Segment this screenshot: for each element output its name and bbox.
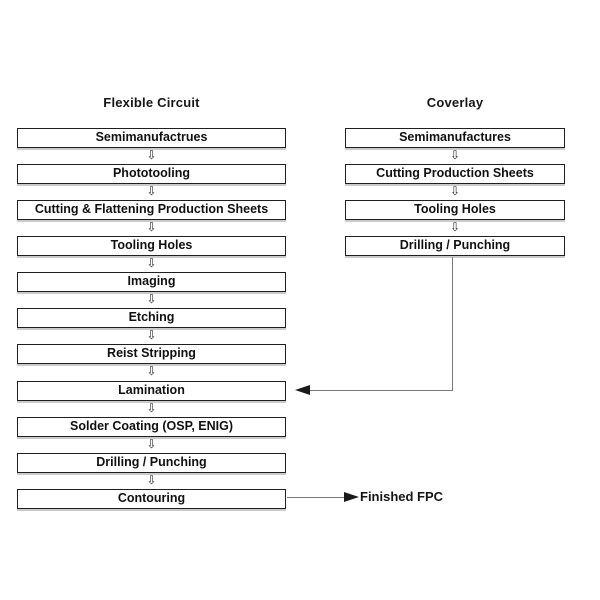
down-arrow-icon: ⇩ bbox=[146, 328, 157, 342]
flexible-circuit-title: Flexible Circuit bbox=[103, 95, 200, 110]
down-arrow-icon: ⇩ bbox=[449, 184, 461, 198]
down-arrow-icon: ⇩ bbox=[146, 148, 157, 162]
fc-step-semimanufactrues: Semimanufactrues bbox=[17, 128, 286, 148]
down-arrow-icon: ⇩ bbox=[146, 364, 157, 378]
left-arrowhead-icon bbox=[295, 385, 310, 395]
down-arrow-icon: ⇩ bbox=[449, 220, 461, 234]
down-arrow-icon: ⇩ bbox=[146, 473, 157, 487]
fc-step-phototooling: Phototooling bbox=[17, 164, 286, 184]
fc-step-imaging: Imaging bbox=[17, 272, 286, 292]
finished-fpc-label: Finished FPC bbox=[360, 489, 444, 504]
fc-step-contouring: Contouring bbox=[17, 489, 286, 509]
fc-step-drilling-punching: Drilling / Punching bbox=[17, 453, 286, 473]
contouring-to-finished-line bbox=[287, 497, 347, 498]
coverlay-to-lamination-vline bbox=[452, 257, 453, 391]
right-arrowhead-icon bbox=[344, 492, 359, 502]
fc-step-etching: Etching bbox=[17, 308, 286, 328]
coverlay-title: Coverlay bbox=[426, 95, 484, 110]
coverlay-to-lamination-hline bbox=[303, 390, 453, 391]
down-arrow-icon: ⇩ bbox=[146, 401, 157, 415]
down-arrow-icon: ⇩ bbox=[449, 148, 461, 162]
fc-step-solder-coating: Solder Coating (OSP, ENIG) bbox=[17, 417, 286, 437]
fc-step-lamination: Lamination bbox=[17, 381, 286, 401]
down-arrow-icon: ⇩ bbox=[146, 184, 157, 198]
down-arrow-icon: ⇩ bbox=[146, 220, 157, 234]
down-arrow-icon: ⇩ bbox=[146, 292, 157, 306]
down-arrow-icon: ⇩ bbox=[146, 437, 157, 451]
cl-step-drilling-punching: Drilling / Punching bbox=[345, 236, 565, 256]
fc-step-reist-stripping: Reist Stripping bbox=[17, 344, 286, 364]
cl-step-semimanufactures: Semimanufactures bbox=[345, 128, 565, 148]
cl-step-cutting-production-sheets: Cutting Production Sheets bbox=[345, 164, 565, 184]
cl-step-tooling-holes: Tooling Holes bbox=[345, 200, 565, 220]
down-arrow-icon: ⇩ bbox=[146, 256, 157, 270]
fc-step-tooling-holes: Tooling Holes bbox=[17, 236, 286, 256]
fc-step-cutting-flattening: Cutting & Flattening Production Sheets bbox=[17, 200, 286, 220]
